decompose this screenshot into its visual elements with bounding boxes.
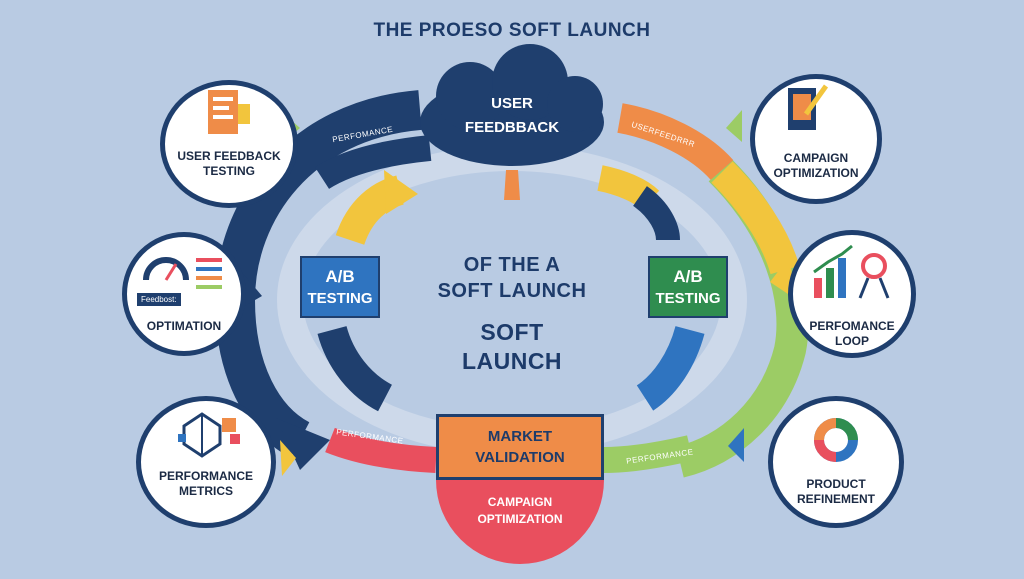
node-top-left-label: USER FEEDBACK TESTING xyxy=(165,149,293,179)
ab-right-line-1: A/B xyxy=(673,267,703,286)
market-line-2: VALIDATION xyxy=(475,449,565,466)
cloud-line-2: FEEDBBACK xyxy=(464,119,560,136)
inner-right-navy-band xyxy=(632,186,680,241)
center-line-4: LAUNCH xyxy=(461,348,563,374)
campaign-bottom-line-1: CAMPAIGN xyxy=(487,495,553,509)
inner-top-left-band xyxy=(314,135,432,190)
node-user-feedback-testing: USER FEEDBACK TESTING xyxy=(160,80,298,208)
bottom-right-green-arc xyxy=(603,435,693,473)
bottom-left-red-arc xyxy=(325,427,437,473)
node-top-right-label: CAMPAIGN OPTIMIZATION xyxy=(755,151,877,181)
ab-testing-left: A/B TESTING xyxy=(300,256,380,318)
cloud-stem xyxy=(504,170,520,200)
ab-right-line-2: TESTING xyxy=(655,290,721,307)
center-line-1: OF THE A xyxy=(463,254,561,276)
node-bottom-left-line-2: METRICS xyxy=(179,484,233,498)
node-performance-metrics: PERFORMANCE METRICS xyxy=(136,396,276,528)
diagram-title: THE PROESO SOFT LAUNCH xyxy=(373,20,651,41)
outer-right-upper-arc xyxy=(617,103,734,181)
campaign-optimization-bottom: CAMPAIGN OPTIMIZATION xyxy=(450,494,590,528)
ab-box-right-shape xyxy=(648,256,728,318)
center-line-2: SOFT LAUNCH xyxy=(437,280,587,302)
node-product-refinement: PRODUCT REFINEMENT xyxy=(768,396,904,528)
node-mid-right-line-1: PERFOMANCE xyxy=(809,319,895,333)
arrow-top-right xyxy=(726,110,742,142)
node-bottom-right-line-2: REFINEMENT xyxy=(797,492,875,506)
node-bottom-left-label: PERFORMANCE METRICS xyxy=(141,469,271,499)
campaign-bottom-line-2: OPTIMIZATION xyxy=(477,512,563,526)
node-optimation: Feedbost: OPTIMATION xyxy=(122,232,246,356)
outer-left-arrowhead xyxy=(276,418,330,470)
campaign-semicircle xyxy=(436,480,604,564)
inner-right-lower-band xyxy=(636,325,705,411)
node-mid-right-label: PERFOMANCE LOOP xyxy=(793,319,911,349)
arrow-bottom-right xyxy=(728,428,744,462)
node-bottom-right-line-1: PRODUCT xyxy=(806,477,866,491)
node-mid-right-line-2: LOOP xyxy=(834,334,869,348)
inner-left-lower-band xyxy=(317,325,393,412)
feedbost-badge: Feedbost: xyxy=(137,293,181,306)
cloud-shape xyxy=(420,44,604,166)
yellow-arrowhead-left xyxy=(384,170,418,214)
node-top-right-line-1: CAMPAIGN xyxy=(783,151,849,165)
ab-box-left-shape xyxy=(300,256,380,318)
cloud-line-1: USER xyxy=(491,95,533,112)
ab-left-line-2: TESTING xyxy=(307,290,373,307)
ab-left-line-1: A/B xyxy=(325,267,355,286)
market-line-1: MARKET xyxy=(487,428,553,445)
node-top-left-line-1: USER FEEDBACK xyxy=(177,149,281,163)
center-title: SOFT LAUNCH xyxy=(412,318,612,376)
node-bottom-left-line-1: PERFORMANCE xyxy=(158,469,253,483)
center-subtitle: OF THE A SOFT LAUNCH xyxy=(412,252,612,304)
market-validation-box: MARKET VALIDATION xyxy=(436,414,604,480)
arrow-bottom-left xyxy=(280,440,296,476)
outer-right-yellow-arc xyxy=(711,161,800,275)
node-top-right-line-2: OPTIMIZATION xyxy=(773,166,859,180)
node-performance-loop: PERFOMANCE LOOP xyxy=(788,230,916,358)
center-line-3: SOFT xyxy=(480,319,544,345)
node-top-left-line-2: TESTING xyxy=(202,164,255,178)
node-campaign-optimization: CAMPAIGN OPTIMIZATION xyxy=(750,74,882,204)
node-mid-left-label: OPTIMATION xyxy=(146,319,222,333)
node-bottom-right-label: PRODUCT REFINEMENT xyxy=(773,477,899,507)
ab-testing-right: A/B TESTING xyxy=(648,256,728,318)
cloud-label: USER FEEDBBACK xyxy=(440,92,584,140)
